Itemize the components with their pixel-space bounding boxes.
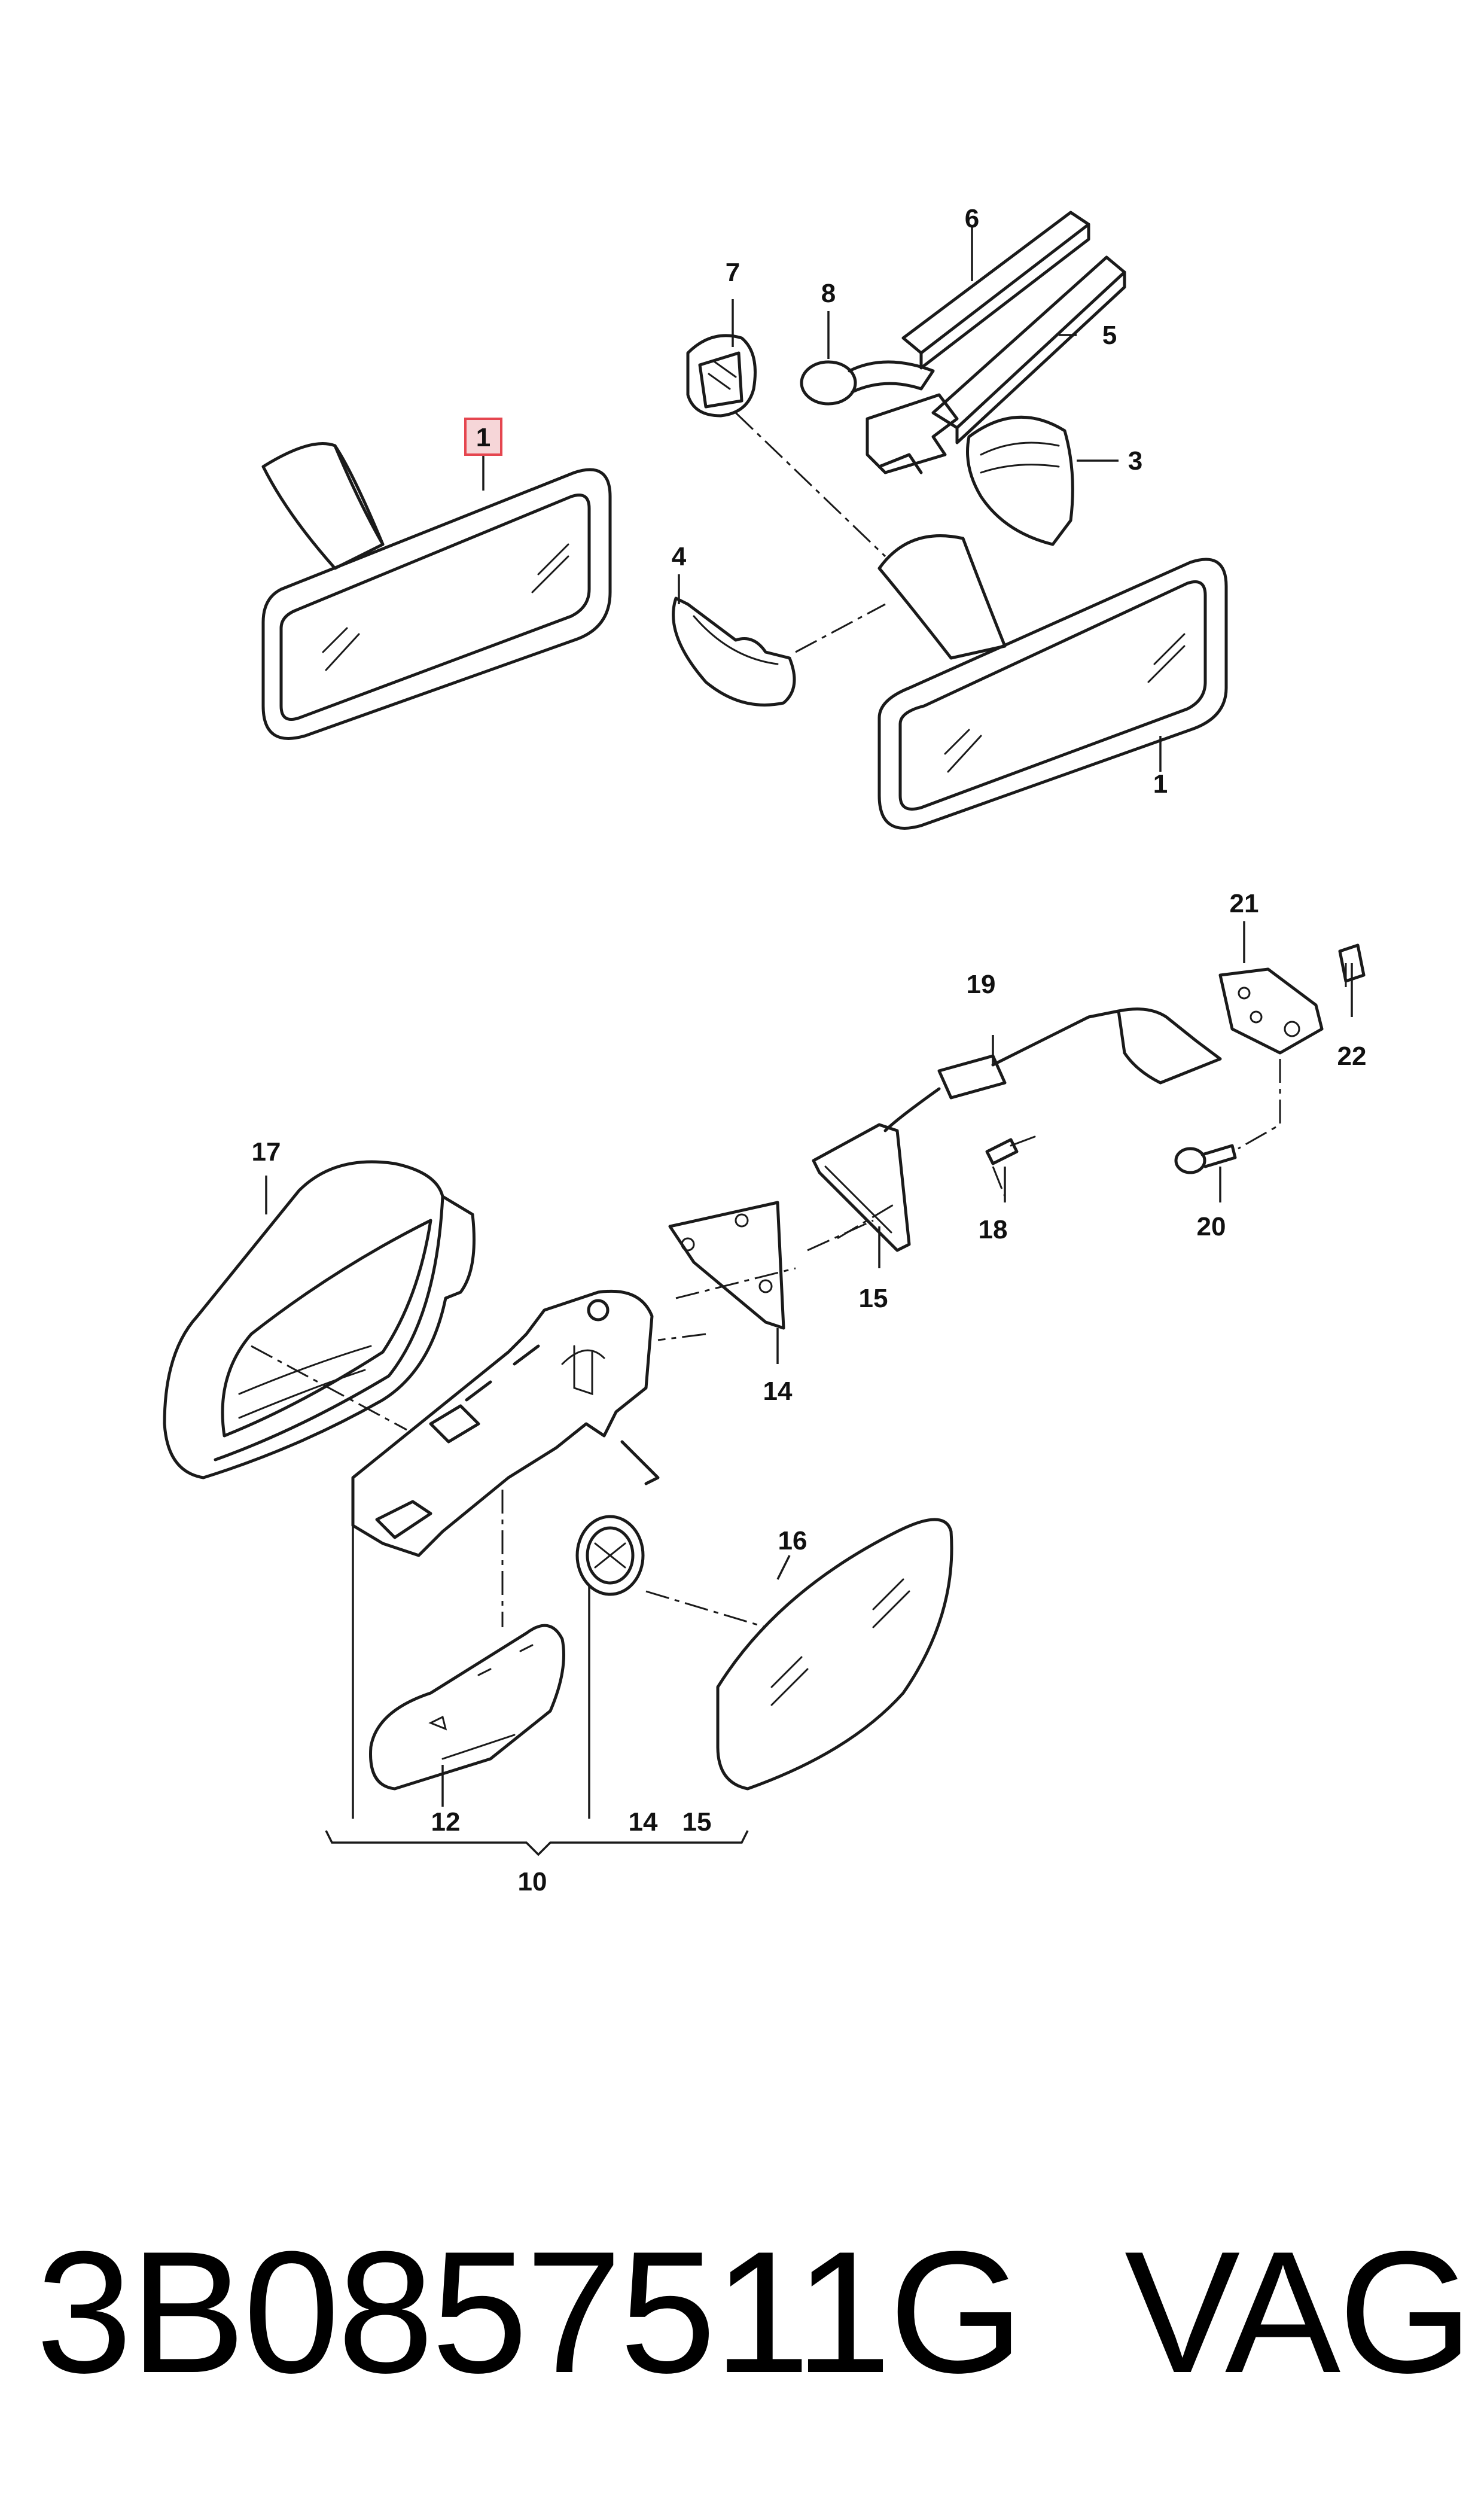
callout-14-lower: 14 xyxy=(629,1807,658,1837)
callout-10: 10 xyxy=(518,1867,547,1896)
bracket-21 xyxy=(1218,967,1324,1055)
part-number-caption: 3B0857511G xyxy=(36,2215,1024,2409)
callout-12: 12 xyxy=(431,1807,461,1837)
upper-dash-lines xyxy=(735,412,886,653)
screw-18 xyxy=(985,1135,1036,1165)
glass-16 xyxy=(716,1518,953,1791)
callout-7: 7 xyxy=(726,258,740,287)
callout-5: 5 xyxy=(1102,321,1117,350)
trim-strip-5 xyxy=(931,255,1126,444)
mount-cover-4 xyxy=(672,596,796,707)
callout-3: 3 xyxy=(1128,446,1142,476)
mirror-cover-7 xyxy=(686,334,757,418)
trim-strip-6 xyxy=(901,211,1090,370)
harness-19 xyxy=(883,1007,1222,1132)
callout-21: 21 xyxy=(1230,889,1259,918)
brand-caption: VAG xyxy=(1125,2215,1473,2409)
cover-12 xyxy=(369,1624,565,1791)
sensor-cap-8 xyxy=(800,360,935,406)
leader-lines xyxy=(265,227,1353,1807)
assembly-brace xyxy=(325,1526,749,1856)
callout-1: 1 xyxy=(1153,769,1168,799)
callout-18: 18 xyxy=(979,1215,1008,1244)
callout-1-highlighted: 1 xyxy=(476,423,490,452)
callout-20: 20 xyxy=(1197,1212,1226,1241)
highlight-box xyxy=(464,418,502,456)
callout-17: 17 xyxy=(252,1137,281,1167)
interior-mirror-right xyxy=(877,534,1228,830)
bracket-14-upper xyxy=(668,1201,785,1330)
mirror-base-10 xyxy=(351,1289,660,1557)
callout-8: 8 xyxy=(821,279,836,308)
motor-14 xyxy=(575,1515,645,1596)
callout-15-lower: 15 xyxy=(682,1807,712,1837)
cover-3 xyxy=(966,415,1074,546)
bracket-clip xyxy=(866,393,959,474)
screw-20 xyxy=(1174,1144,1237,1174)
callout-6: 6 xyxy=(965,204,979,233)
callout-22: 22 xyxy=(1337,1042,1367,1071)
interior-mirror-left xyxy=(261,442,612,740)
lower-dash-lines xyxy=(251,957,1347,1628)
clip-22 xyxy=(1338,943,1366,983)
callout-16: 16 xyxy=(778,1526,807,1555)
callout-14-upper: 14 xyxy=(763,1377,793,1406)
mirror-housing-17 xyxy=(163,1160,476,1479)
callout-15-upper: 15 xyxy=(859,1284,888,1313)
callout-19: 19 xyxy=(967,970,996,999)
callout-4: 4 xyxy=(672,542,687,571)
bracket-15 xyxy=(812,1123,911,1252)
